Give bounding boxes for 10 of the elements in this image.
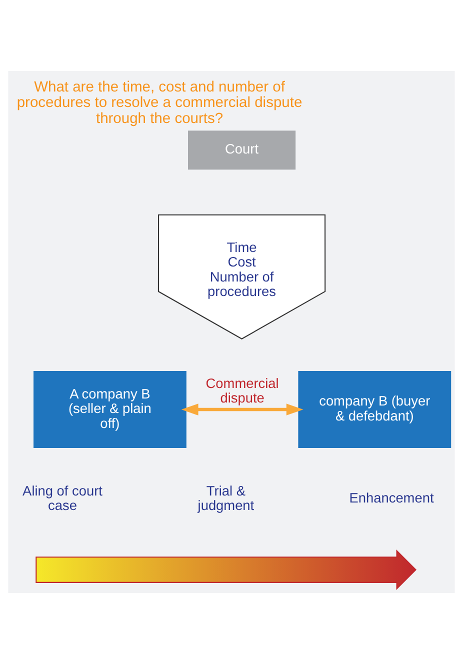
node-box: Court bbox=[188, 130, 296, 170]
node-box: A company B (seller & plain off) bbox=[34, 370, 186, 448]
arrow bbox=[181, 403, 304, 415]
label: Trial & judgment bbox=[198, 482, 254, 513]
diagram-title: What are the time, cost and number of procedures to resolve a commercial dispute through the courts? bbox=[16, 78, 302, 126]
label: Enhancement bbox=[349, 490, 434, 506]
node-arrow bbox=[36, 549, 417, 590]
node-box: company B (buyer & defebdant) bbox=[298, 370, 452, 448]
label: Aling of court case bbox=[22, 482, 102, 513]
edge-label: Commercial dispute bbox=[206, 375, 279, 406]
